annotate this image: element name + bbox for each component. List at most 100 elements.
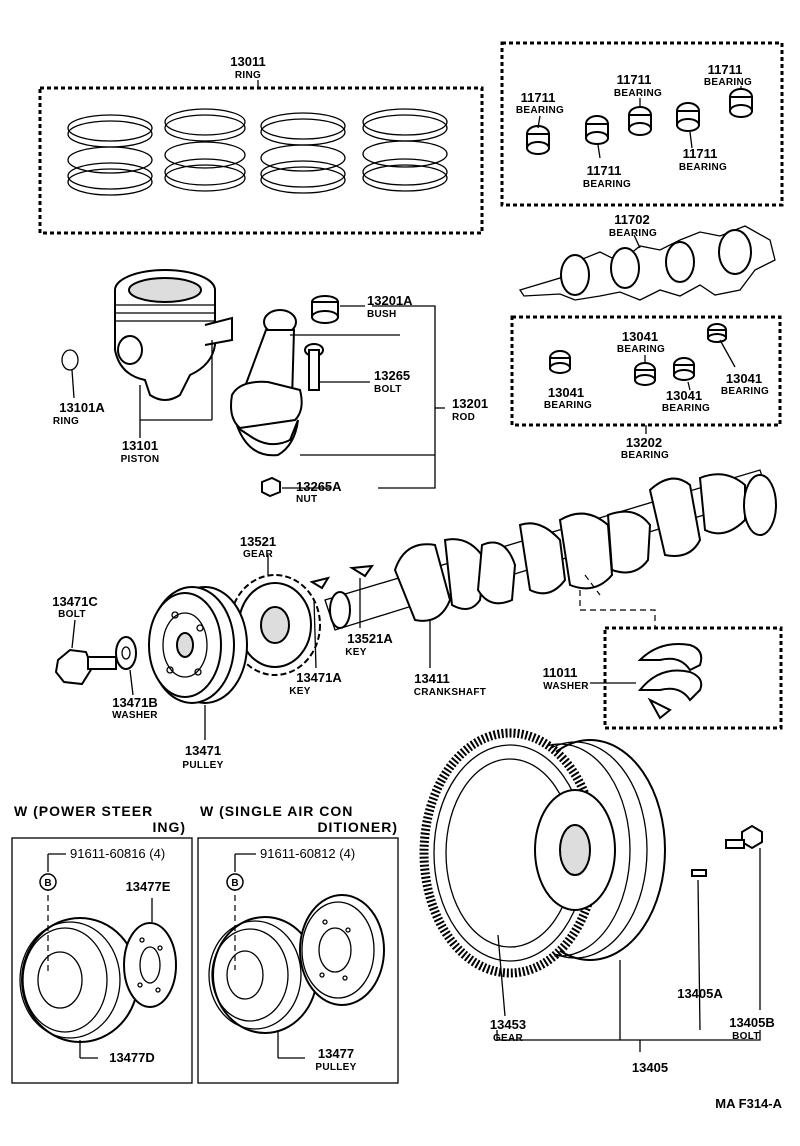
part-name: ROD [452,412,475,423]
callout-11711c: 11711 BEARING [614,72,662,99]
part-name: BEARING [609,228,657,239]
ref-marker-letter: B [44,878,51,889]
part-name: WASHER [112,710,158,721]
part-name: RING [53,416,79,427]
part-number: 11011 [543,665,578,680]
part-name: BEARING [704,77,752,88]
part-number: 13041 [666,388,702,403]
section-title-line1: W (SINGLE AIR CON [200,803,353,819]
part-number: 13202 [626,435,662,450]
main-bearing-shell-5 [729,88,753,118]
air-con-heading: W (SINGLE AIR CON DITIONER) [200,803,398,835]
part-name: GEAR [243,549,274,560]
connecting-rod [230,309,435,457]
callout-13471C: 13471C BOLT [52,594,98,620]
ac-pulley-rear [299,894,385,1006]
main-bearing-shell-1 [526,125,550,155]
piston-pin-snap-ring [61,349,79,399]
rod-bearing-shell-2 [634,362,656,386]
part-name: PULLEY [315,1062,356,1073]
crankshaft-gear [229,555,321,676]
part-number: 13101 [122,438,158,453]
ac-pulley-front [208,885,318,1059]
connecting-rod-bolt [304,343,370,391]
part-number: 13471C [52,594,98,609]
callout-13265A: 13265A NUT [296,479,342,505]
part-number: 13405B [729,1015,775,1030]
main-bearing-shell-4 [676,102,700,132]
piston [114,269,233,438]
pulley-key [309,576,331,590]
rod-bearing-shell-1 [549,350,571,374]
part-name: BEARING [614,88,662,99]
connecting-rod-bush [311,295,365,324]
callout-13041b: 13041 BEARING [544,385,592,411]
callout-11011: 11011 WASHER [543,665,589,692]
part-number: 13521A [347,631,393,646]
part-name: RING [235,70,261,81]
callout-13477D: 13477D [109,1050,155,1065]
rod-bracket [372,305,436,489]
callout-13011: 13011 RING [230,54,265,81]
callout-11711b: 11711 BEARING [583,163,631,190]
part-number: 13041 [622,329,658,344]
part-name: BEARING [621,450,669,461]
connecting-rod-nut [261,476,330,498]
ring-stack-3 [260,112,346,194]
part-number: 13265A [296,479,342,494]
callout-11711a: 11711 BEARING [516,90,564,116]
power-steering-panel [11,837,193,1084]
part-name: BOLT [732,1031,760,1042]
part-number: 13011 [230,54,265,69]
callout-13201A: 13201A BUSH [367,293,413,320]
main-bearing-set [500,41,784,207]
callout-13471: 13471 PULLEY [182,743,223,771]
ps-pulley [19,885,139,1059]
ring-stack-2 [164,108,246,192]
part-name: CRANKSHAFT [414,687,486,698]
ps-plate [123,898,177,1008]
part-name: BOLT [58,609,86,620]
part-number: 11711 [708,62,743,77]
pulley-washer [115,636,137,696]
section-title-line2: DITIONER) [317,819,398,835]
main-bearing-shell-2 [585,115,609,145]
callout-11711e: 11711 BEARING [704,62,752,88]
part-name: BOLT [374,384,402,395]
part-number: 13477E [126,879,171,894]
ac-bolt-callout: 91611-60812 (4) B [226,846,355,891]
callout-13411: 13411 CRANKSHAFT [414,671,486,698]
part-name: PISTON [121,454,160,465]
part-number: 13471 [185,743,221,758]
ring-stack-4 [362,108,448,192]
rod-bearing-set [510,315,782,434]
callout-13477: 13477 PULLEY [315,1046,356,1073]
part-number: 11711 [521,90,556,105]
callout-13101: 13101 PISTON [121,438,160,465]
callout-13521: 13521 GEAR [240,534,276,560]
callout-13201: 13201 ROD [452,396,488,423]
diagram-code: MA F314-A [715,1096,782,1111]
piston-ring-set [38,80,484,235]
power-steering-heading: W (POWER STEER ING) [14,803,185,835]
part-number: 13405A [677,986,723,1001]
crankshaft-pulley [148,586,248,740]
ps-bolt-callout: 91611-60816 (4) B [39,846,165,891]
air-con-panel [197,837,399,1084]
callout-13041d: 13041 BEARING [721,371,769,397]
flywheel-ring-gear [419,728,616,1017]
part-number: 13471A [296,670,342,685]
flywheel-bracket [496,1030,761,1041]
callout-13202: 13202 BEARING [621,435,669,461]
rod-bearing-shell-3 [673,357,695,381]
flywheel-dowel-pin [691,869,707,1031]
part-name: WASHER [543,681,589,692]
ring-stack-1 [67,114,153,196]
part-number: 13041 [548,385,584,400]
part-number: 13201 [452,396,488,411]
ref-marker-b-icon [39,873,57,891]
callout-13453: 13453 GEAR [490,1017,526,1044]
callout-13521A: 13521A KEY [345,631,393,658]
part-number: 11702 [614,212,649,227]
